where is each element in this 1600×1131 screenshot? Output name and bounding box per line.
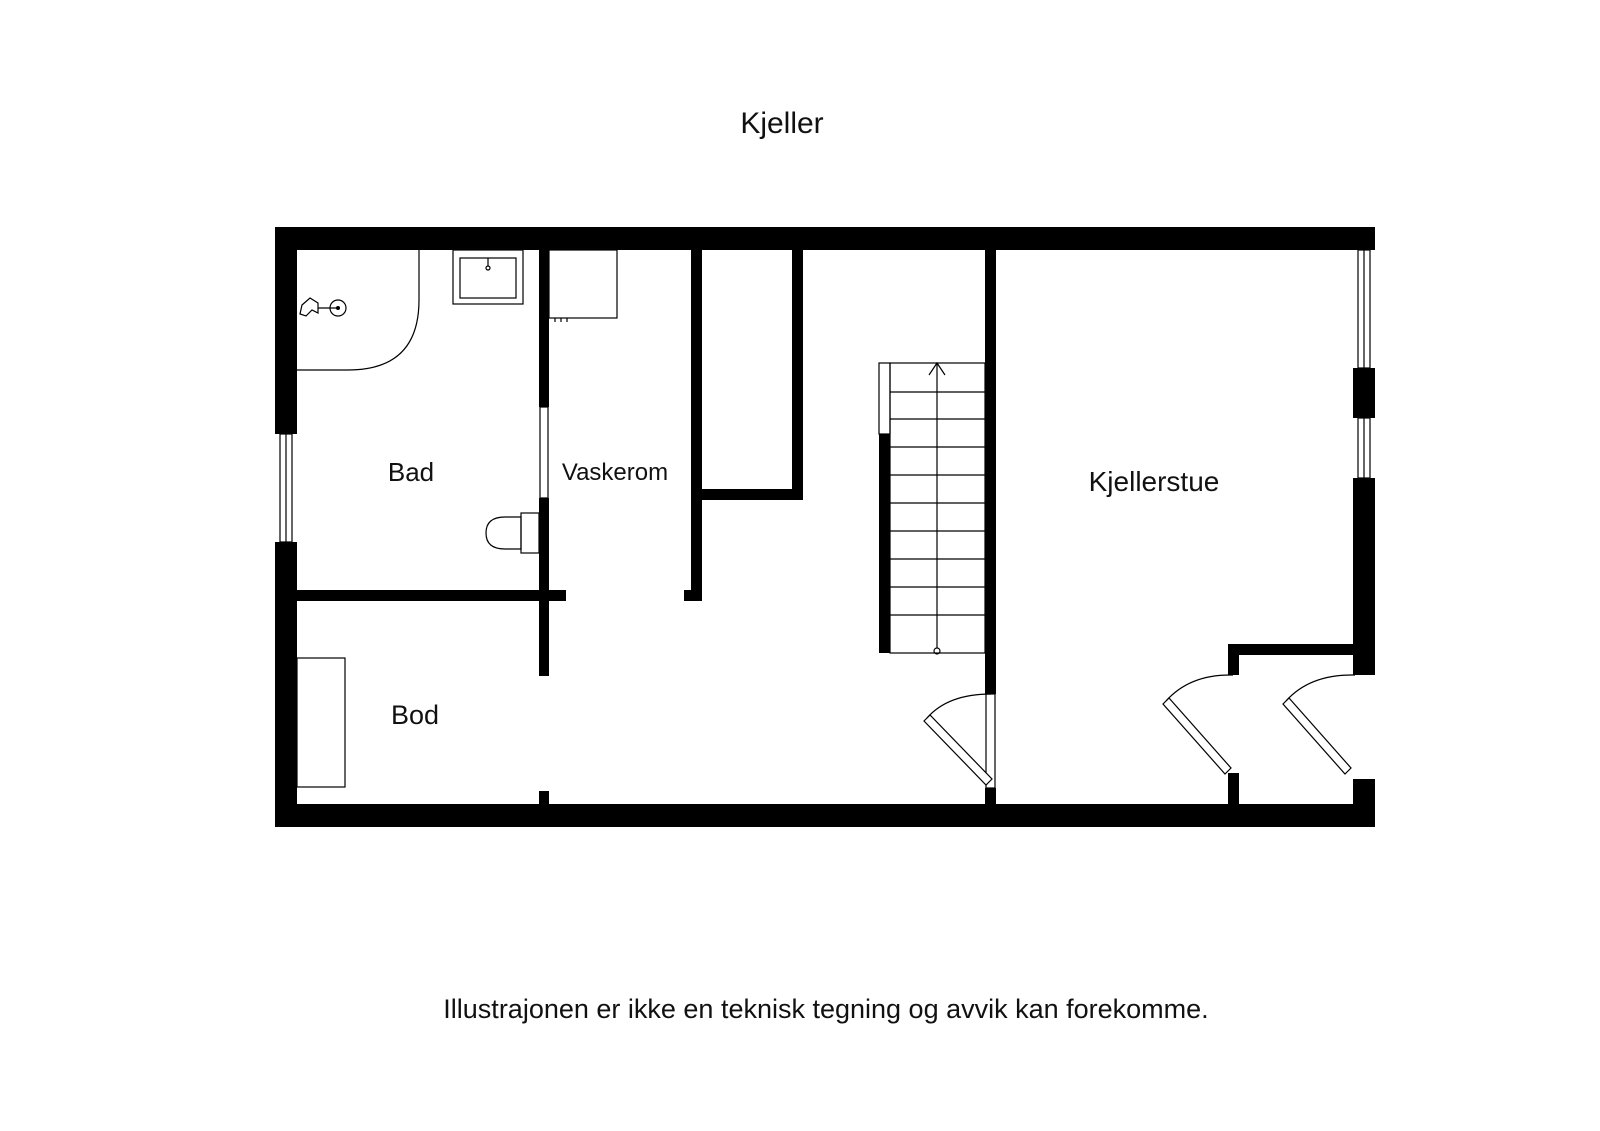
wall-stair-left [879,434,890,653]
room-label-bod: Bod [391,700,439,730]
doors [923,674,1356,789]
floor-title: Kjeller [740,107,823,140]
wall-closet-bottom [691,489,803,500]
washing-machine-icon [548,249,618,322]
interior-walls [297,250,1353,804]
wall-bad-vaskerom-upper [539,250,549,407]
wall-bad-vaskerom-lower [539,498,549,676]
wall-kjellerstue-left-lower [985,788,996,804]
storage-shelf [296,657,346,788]
shower-head-icon [299,297,347,317]
disclaimer-text: Illustrajonen er ikke en teknisk tegning… [443,994,1208,1024]
wall-right-mid [1353,368,1375,418]
stair-rail [878,362,891,435]
wall-vaskerom-right-foot [684,590,702,601]
wall-entry-top [1228,644,1353,655]
wall-left-upper [275,227,297,434]
wall-bad-bod [297,590,566,601]
door-hall [923,693,996,789]
wall-right-lower [1353,478,1375,675]
wall-bod-stub-bottom [539,791,549,804]
wall-right-bottom [1353,779,1375,827]
toilet-icon [485,512,540,554]
wall-kjellerstue-left-upper [985,250,996,694]
sliding-door-bad [539,406,549,499]
wall-left-lower [275,542,297,827]
wall-closet-right [792,250,803,500]
room-label-bad: Bad [388,457,434,487]
room-label-vaskerom: Vaskerom [562,459,668,486]
wall-vaskerom-right [691,250,702,601]
wall-top [275,227,1375,250]
shower-enclosure [297,250,420,371]
door-entry-right [1282,674,1356,775]
windows [279,249,1371,543]
wall-entry-left-lower [1228,773,1239,804]
wall-bottom [275,804,1375,827]
door-entry-left [1162,674,1234,775]
staircase [878,361,986,655]
fixtures [296,249,618,788]
wall-entry-left-upper [1228,644,1239,675]
sink-icon [452,249,524,305]
room-label-kjellerstue: Kjellerstue [1089,466,1220,497]
outer-walls [275,227,1375,827]
